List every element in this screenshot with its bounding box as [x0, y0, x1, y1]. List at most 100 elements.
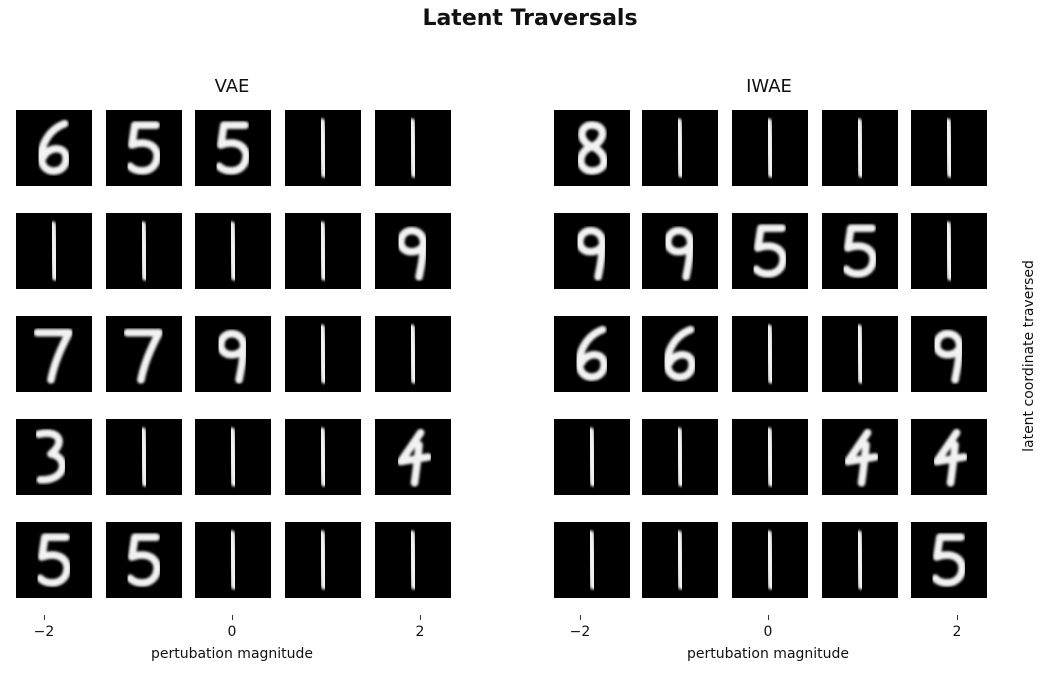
- traversal-image: [285, 213, 361, 289]
- digit-1-stroke: [854, 118, 866, 178]
- traversal-image: [554, 419, 630, 495]
- digit-1-stroke: [227, 427, 239, 487]
- digit-7-stroke: [33, 328, 73, 384]
- traversal-image: [16, 316, 92, 392]
- vae-tickmark-2: [420, 615, 421, 620]
- digit-6-stroke: [663, 325, 696, 381]
- traversal-image: [285, 419, 361, 495]
- digit-9-stroke: [576, 226, 607, 281]
- digit-8-stroke: [577, 121, 608, 175]
- digit-1-stroke: [407, 118, 419, 178]
- iwae-tickmark-0: [768, 615, 769, 620]
- traversal-image: [16, 213, 92, 289]
- digit-7-stroke: [123, 328, 163, 384]
- iwae-tick-label-0: 0: [763, 624, 773, 640]
- traversal-image: [911, 419, 987, 495]
- traversal-image: [16, 522, 92, 598]
- traversal-image: [285, 316, 361, 392]
- traversal-image: [195, 522, 271, 598]
- traversal-image: [375, 110, 451, 186]
- digit-1-stroke: [764, 324, 776, 384]
- traversal-image: [732, 316, 808, 392]
- digit-4-stroke: [933, 428, 968, 487]
- digit-1-stroke: [854, 324, 866, 384]
- digit-1-stroke: [586, 530, 598, 590]
- vae-tick-label-neg2: −2: [33, 624, 55, 640]
- digit-1-stroke: [674, 427, 686, 487]
- traversal-image: [16, 110, 92, 186]
- digit-1-stroke: [407, 324, 419, 384]
- iwae-tick-label-2: 2: [952, 624, 962, 640]
- digit-5-stroke: [931, 533, 966, 587]
- digit-1-stroke: [317, 530, 329, 590]
- digit-1-stroke: [317, 221, 329, 281]
- traversal-image: [732, 213, 808, 289]
- digit-1-stroke: [764, 118, 776, 178]
- traversal-image: [822, 419, 898, 495]
- digit-9-stroke: [933, 329, 964, 384]
- traversal-image: [195, 419, 271, 495]
- digit-1-stroke: [943, 118, 955, 178]
- digit-1-stroke: [943, 221, 955, 281]
- figure-title: Latent Traversals: [422, 6, 638, 31]
- digit-1-stroke: [586, 427, 598, 487]
- traversal-image: [642, 419, 718, 495]
- vae-x-axis-label: pertubation magnitude: [150, 646, 314, 662]
- traversal-image: [106, 316, 182, 392]
- traversal-image: [822, 110, 898, 186]
- y-axis-label: latent coordinate traversed: [1021, 260, 1037, 452]
- traversal-image: [375, 419, 451, 495]
- traversal-image: [195, 213, 271, 289]
- digit-5-stroke: [126, 121, 161, 175]
- digit-1-stroke: [407, 530, 419, 590]
- traversal-image: [642, 110, 718, 186]
- vae-tick-label-2: 2: [415, 624, 425, 640]
- digit-1-stroke: [674, 118, 686, 178]
- digit-1-stroke: [317, 118, 329, 178]
- traversal-image: [195, 110, 271, 186]
- traversal-image: [822, 316, 898, 392]
- digit-9-stroke: [397, 226, 428, 281]
- traversal-image: [285, 522, 361, 598]
- traversal-image: [106, 419, 182, 495]
- digit-1-stroke: [227, 530, 239, 590]
- digit-9-stroke: [664, 226, 695, 281]
- traversal-image: [911, 522, 987, 598]
- traversal-image: [642, 522, 718, 598]
- vae-tick-label-0: 0: [227, 624, 237, 640]
- traversal-image: [106, 522, 182, 598]
- traversal-image: [195, 316, 271, 392]
- traversal-image: [642, 213, 718, 289]
- traversal-image: [911, 316, 987, 392]
- vae-tickmark-neg2: [44, 615, 45, 620]
- traversal-image: [554, 213, 630, 289]
- traversal-image: [822, 522, 898, 598]
- traversal-image: [554, 316, 630, 392]
- traversal-image: [106, 213, 182, 289]
- digit-1-stroke: [764, 427, 776, 487]
- digit-1-stroke: [48, 221, 60, 281]
- digit-5-stroke: [126, 533, 161, 587]
- traversal-image: [822, 213, 898, 289]
- digit-1-stroke: [138, 221, 150, 281]
- digit-1-stroke: [764, 530, 776, 590]
- iwae-tickmark-neg2: [580, 615, 581, 620]
- traversal-image: [375, 316, 451, 392]
- traversal-image: [911, 213, 987, 289]
- traversal-image: [554, 110, 630, 186]
- digit-5-stroke: [36, 533, 71, 587]
- vae-tickmark-0: [232, 615, 233, 620]
- iwae-panel-title: IWAE: [746, 76, 792, 97]
- digit-6-stroke: [575, 325, 608, 381]
- traversal-image: [375, 213, 451, 289]
- traversal-image: [554, 522, 630, 598]
- digit-1-stroke: [674, 530, 686, 590]
- digit-4-stroke: [844, 428, 879, 487]
- digit-5-stroke: [215, 121, 250, 175]
- traversal-image: [16, 419, 92, 495]
- digit-1-stroke: [227, 221, 239, 281]
- digit-1-stroke: [317, 324, 329, 384]
- digit-5-stroke: [752, 224, 787, 278]
- traversal-image: [732, 110, 808, 186]
- iwae-x-axis-label: pertubation magnitude: [686, 646, 850, 662]
